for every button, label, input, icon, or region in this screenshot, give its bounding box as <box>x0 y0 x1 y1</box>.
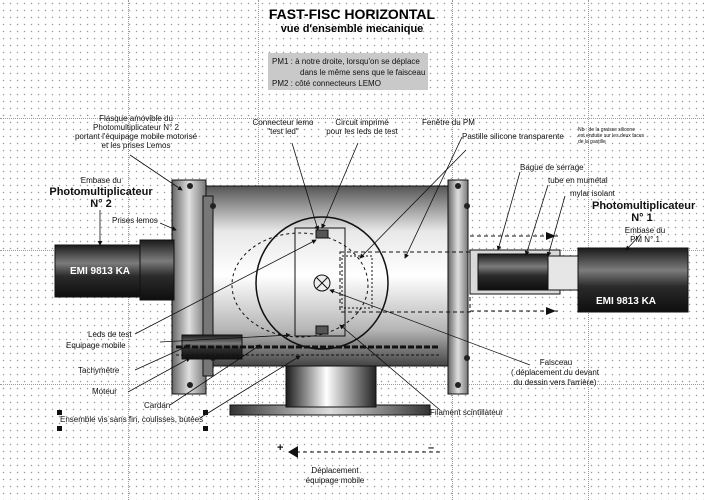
label-emi-left: EMI 9813 KA <box>70 266 131 277</box>
page-subtitle: vue d'ensemble mecanique <box>280 23 424 35</box>
light-guide <box>339 251 471 313</box>
left-flange <box>171 179 207 395</box>
pm2-base <box>139 239 175 301</box>
label-pastille: Pastille silicone transparente <box>462 132 564 141</box>
page-title: FAST-FISC HORIZONTAL <box>268 6 436 22</box>
label-embase-pm1-1: Embase du <box>624 226 666 235</box>
pm1-embase <box>547 255 579 291</box>
note-line-3: PM2 : côté connecteurs LEMO <box>272 79 381 88</box>
label-ensemble-vis: Ensemble vis sans fin, coulisses, butées <box>60 415 204 424</box>
label-photomultiplicateur-2: Photomultiplicateur <box>49 186 153 198</box>
carriage-frame <box>294 227 346 337</box>
label-pm1-number: N° 1 <box>631 212 653 224</box>
label-cardan: Cardan <box>144 401 171 410</box>
dashed-section <box>231 232 369 338</box>
label-graisse-1: Nb : de la graisse silicone <box>578 127 635 133</box>
grid-line <box>0 118 704 119</box>
selection-handles <box>57 410 208 431</box>
plus-sign: + <box>277 442 284 454</box>
minus-sign: – <box>428 442 435 454</box>
led-connector <box>315 229 329 239</box>
label-flasque-3: portant l'équipage mobile motorisé <box>74 132 198 141</box>
label-flasque-2: Photomultiplicateur N° 2 <box>93 123 179 132</box>
label-circuit-2: pour les leds de test <box>326 127 398 136</box>
label-flasque-1: Flasque amovible du <box>99 114 173 123</box>
label-flasque-4: et les prises Lemos <box>101 141 171 150</box>
leader-lines <box>97 136 641 419</box>
label-tachymetre: Tachymètre <box>78 366 120 375</box>
label-deplacement-1: Déplacement <box>311 466 359 475</box>
label-equipage-mobile: Equipage mobile <box>66 341 126 350</box>
label-photomultiplicateur-1: Photomultiplicateur <box>592 200 696 212</box>
displacement-arrows <box>290 235 560 453</box>
label-faisceau-2: ( déplacement du devant <box>510 368 600 377</box>
pm-note-box <box>268 53 428 90</box>
pm1-tube <box>577 247 689 313</box>
led-lower <box>315 325 329 335</box>
label-circuit-1: Circuit imprimé <box>335 118 389 127</box>
label-moteur: Moteur <box>92 387 117 396</box>
label-deplacement-2: équipage mobile <box>305 476 365 485</box>
left-flange-ring <box>202 195 214 377</box>
label-pm2-number: N° 2 <box>90 198 112 210</box>
label-leds-test: Leds de test <box>88 330 132 339</box>
label-filament: Filament scintillateur <box>430 408 503 417</box>
label-fenetre-pm: Fenêtre du PM <box>422 118 475 127</box>
label-faisceau: Faisceau <box>539 358 573 367</box>
label-emi-right: EMI 9813 KA <box>596 296 657 307</box>
label-connecteur-2: "test led" <box>267 127 299 136</box>
label-mylar: mylar isolant <box>570 189 615 198</box>
label-graisse-2: est enduite sur les deux faces <box>578 133 645 139</box>
right-flange <box>447 179 469 395</box>
label-faisceau-3: du dessin vers l'arrière) <box>513 378 597 387</box>
pm-window <box>341 255 373 309</box>
label-graisse-3: de la pastille <box>578 139 606 145</box>
label-connecteur-1: Connecteur lemo <box>252 118 314 127</box>
label-embase-pm1-2: PM N° 1 <box>630 235 660 244</box>
label-tube-mumetal: tube en mumétal <box>548 176 608 185</box>
note-line-1: PM1 : à notre droite, lorsqu'on se dépla… <box>272 57 420 66</box>
label-embase-pm2: Embase du <box>80 176 122 185</box>
cylinder-section <box>255 216 389 350</box>
label-prises-lemo: Prises lemos <box>112 216 158 225</box>
label-bague: Bague de serrage <box>520 163 584 172</box>
pm1-inner <box>477 253 549 291</box>
note-line-2: dans le même sens que le faisceau <box>300 68 426 77</box>
